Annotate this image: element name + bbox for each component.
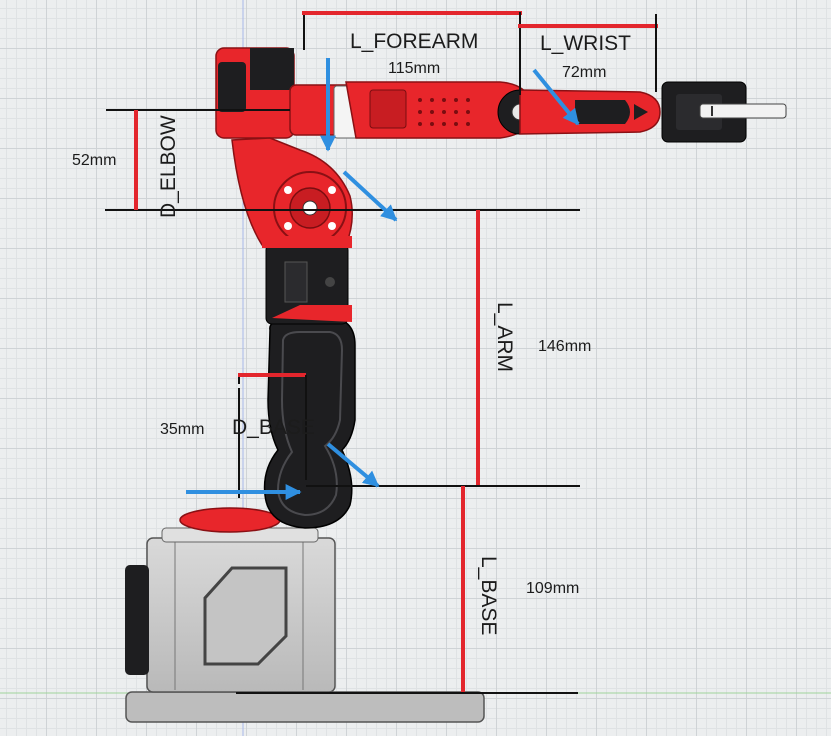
gripper (661, 81, 787, 143)
l-wrist-value: 72mm (562, 64, 606, 81)
wrist-arrow-icon (532, 68, 580, 126)
l-forearm-value: 115mm (388, 60, 440, 77)
d-base-label: D_BASE (232, 416, 315, 439)
base-window (203, 566, 288, 666)
gripper-finger (699, 103, 787, 119)
lower-arm (263, 243, 356, 529)
forearm (289, 81, 661, 139)
l-wrist-label: L_WRIST (540, 32, 631, 55)
l-forearm-label: L_FOREARM (350, 30, 478, 53)
joint-arrows (186, 58, 580, 500)
l-base-value: 109mm (526, 580, 579, 597)
upper-arm (215, 47, 353, 248)
l-arm-label: L_ARM (493, 302, 516, 372)
robot-base (125, 507, 485, 723)
d-elbow-value: 52mm (72, 152, 116, 169)
d-base-value: 35mm (160, 421, 204, 438)
base-turntable (179, 507, 281, 533)
dimension-lines (105, 11, 658, 694)
base-plate (125, 691, 485, 723)
shoulder-arrow-icon (326, 442, 380, 488)
elbow-offset-arrow-icon (342, 170, 398, 222)
base-side-servo (125, 565, 149, 675)
l-arm-value: 146mm (538, 338, 591, 355)
d-elbow-label: D_ELBOW (157, 115, 180, 218)
l-base-label: L_BASE (477, 556, 500, 635)
